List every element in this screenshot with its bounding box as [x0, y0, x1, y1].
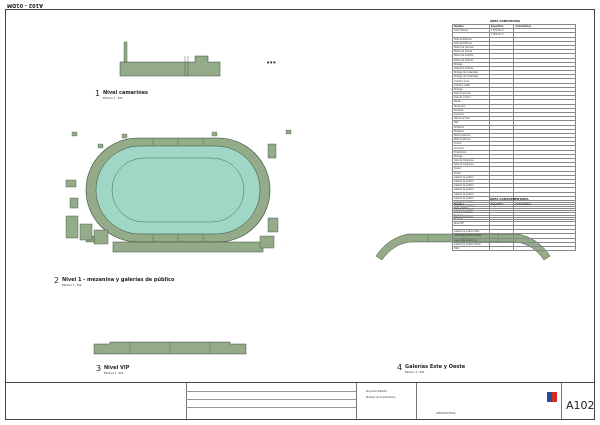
view3-title: Nivel VIP [104, 365, 130, 371]
sheet-number: A102 [566, 399, 595, 412]
sheet-code-header: A102 - 01DM [7, 2, 43, 8]
view4-title: Galerías Este y Oeste [405, 364, 466, 370]
view1-scale: ESCALA 1 : 400 [103, 97, 123, 100]
view2-stadium-plan [65, 129, 292, 253]
view3-plan [93, 341, 247, 355]
title-block-project: Proyecto Estadio [366, 390, 387, 393]
stadium-field [111, 157, 245, 223]
view3-number: 3 [96, 364, 102, 373]
view3-scale: ESCALA 1 : 400 [104, 372, 124, 375]
title-block-drawing: Plantas de arquitectura [366, 396, 396, 399]
table2-title: ÁREA COMPLEMENTARIA [490, 197, 529, 201]
table-cell [488, 214, 515, 220]
table-cell [513, 214, 576, 220]
view4-number: 4 [397, 363, 403, 372]
view1-plan [119, 41, 221, 77]
table-cell: Estacionamientos [452, 214, 490, 220]
view2-number: 2 [54, 276, 60, 285]
view1-title: Nivel camarines [103, 90, 149, 96]
main-stand-building [112, 241, 264, 253]
view1-building-shape [119, 55, 221, 77]
table1-title: ÁREA CONSTRUIDA [490, 19, 521, 23]
table-cell: Total [452, 245, 490, 252]
view1-room-label: ■ ■ ■ [267, 61, 276, 64]
title-block-discipline: ARQUITECTURA [436, 412, 456, 415]
view1-number: 1 [95, 89, 101, 98]
view2-scale: ESCALA 1 : 500 [62, 284, 82, 287]
view1-core [123, 41, 128, 63]
table-cell [513, 245, 576, 252]
table-row: Total [452, 245, 576, 252]
logo-icon [547, 387, 557, 402]
view4-scale: ESCALA 1 : 400 [405, 371, 425, 374]
title-block: Proyecto Estadio Plantas de arquitectura… [5, 382, 595, 420]
table-row: Estacionamientos [452, 214, 576, 220]
view2-title: Nivel 1 - mezanina y galerías de público [62, 277, 175, 283]
table-cell [488, 245, 515, 252]
